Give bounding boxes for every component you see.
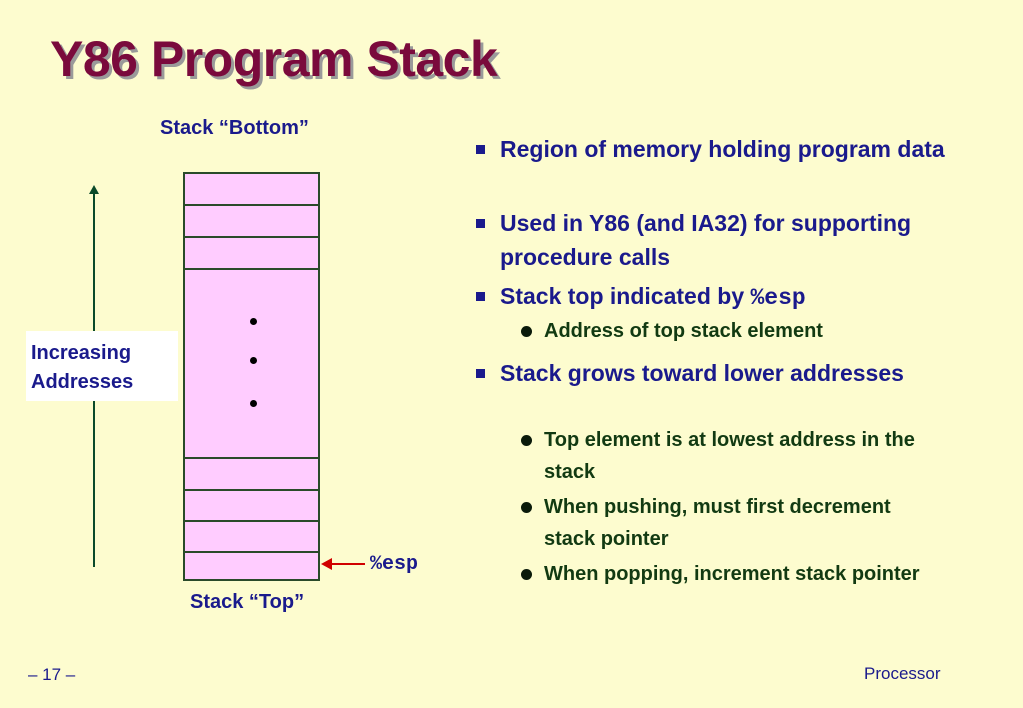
square-bullet-icon: [476, 145, 485, 154]
stack-diagram: [183, 172, 320, 581]
up-arrow-icon: [89, 185, 99, 194]
ellipsis-dot: [250, 357, 257, 364]
bullet-item: Region of memory holding program data: [470, 132, 950, 166]
page-number: – 17 –: [28, 665, 76, 684]
esp-pointer-label: %esp: [370, 553, 419, 576]
stack-top-label: Stack “Top”: [190, 591, 305, 613]
ellipsis-dot: [250, 400, 257, 407]
address-label-line2: Addresses: [31, 371, 134, 393]
esp-arrow-line: [331, 563, 365, 565]
stack-bottom-label: Stack “Bottom”: [160, 117, 309, 139]
ellipsis-dot: [250, 318, 257, 325]
sub-bullet-item: Address of top stack element: [518, 315, 938, 347]
square-bullet-icon: [476, 369, 485, 378]
stack-slot-divider: [185, 204, 318, 206]
square-bullet-icon: [476, 219, 485, 228]
stack-slot-divider: [185, 457, 318, 459]
bullet-item: Used in Y86 (and IA32) for supporting pr…: [470, 206, 950, 274]
left-arrow-icon: [321, 558, 332, 570]
bullet-text: Used in Y86 (and IA32) for supporting pr…: [500, 210, 912, 270]
increasing-addresses-label: Increasing Addresses: [26, 331, 178, 401]
sub-bullet-text: Address of top stack element: [544, 320, 823, 342]
bullet-text: Region of memory holding program data: [500, 136, 945, 162]
footer-section-label: Processor: [864, 664, 941, 683]
round-bullet-icon: [521, 435, 532, 446]
bullet-text: Stack grows toward lower addresses: [500, 360, 904, 386]
bullet-text: Stack top indicated by: [500, 283, 751, 309]
round-bullet-icon: [521, 569, 532, 580]
stack-slot-divider: [185, 268, 318, 270]
stack-slot-divider: [185, 551, 318, 553]
slide-title: Y86 Program Stack: [50, 31, 498, 87]
stack-slot-divider: [185, 489, 318, 491]
round-bullet-icon: [521, 502, 532, 513]
esp-code: %esp: [750, 285, 806, 311]
sub-bullet-text: Top element is at lowest address in the …: [544, 429, 915, 483]
sub-bullet-item: When pushing, must first decrement stack…: [518, 491, 938, 555]
sub-bullet-item: When popping, increment stack pointer: [518, 558, 938, 590]
sub-bullet-item: Top element is at lowest address in the …: [518, 424, 938, 488]
sub-bullet-text: When pushing, must first decrement stack…: [544, 496, 891, 550]
sub-bullet-text: When popping, increment stack pointer: [544, 563, 920, 585]
bullet-item: Stack top indicated by %esp: [470, 279, 950, 315]
stack-slot-divider: [185, 236, 318, 238]
bullet-item: Stack grows toward lower addresses: [470, 356, 950, 390]
address-label-line1: Increasing: [31, 342, 132, 364]
stack-slot-divider: [185, 520, 318, 522]
round-bullet-icon: [521, 326, 532, 337]
square-bullet-icon: [476, 292, 485, 301]
